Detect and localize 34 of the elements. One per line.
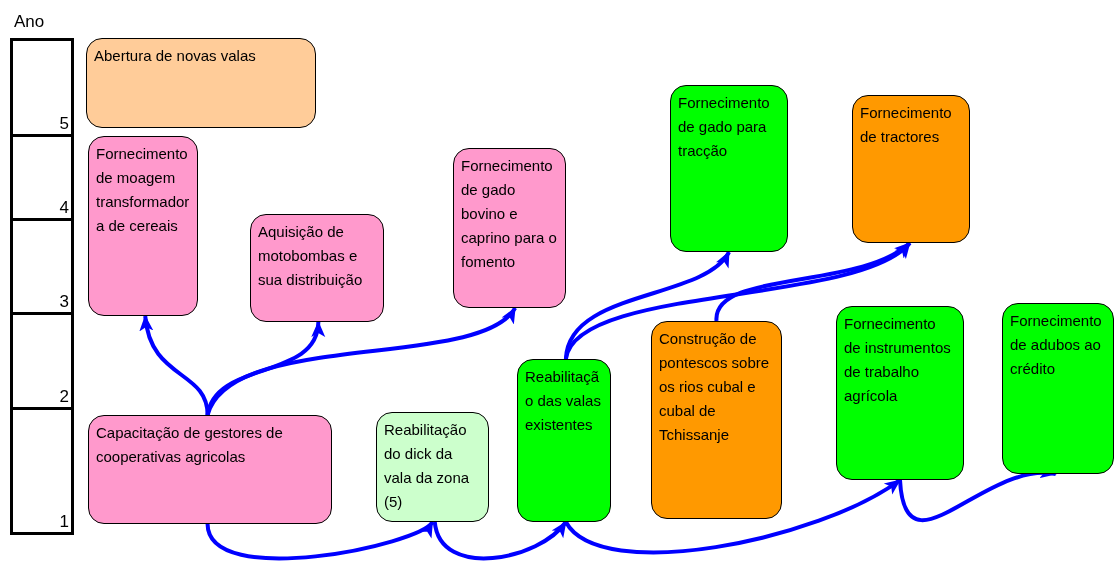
activity-box bbox=[86, 38, 316, 128]
activity-text: Fornecimento de adubos ao crédito bbox=[1010, 311, 1103, 379]
year-number: 3 bbox=[59, 292, 69, 312]
activity-text: Fornecimento de gado bovino e caprino para o fomento bbox=[461, 156, 558, 272]
activity-box bbox=[88, 415, 332, 524]
activity-box bbox=[651, 321, 782, 519]
year-number: 1 bbox=[59, 512, 69, 532]
activity-box bbox=[852, 95, 970, 243]
curved-arrow bbox=[714, 241, 911, 322]
activity-box bbox=[250, 214, 384, 322]
activity-text: Fornecimento de instrumentos de trabalho agrícola bbox=[844, 314, 952, 406]
activity-text: Fornecimento de tractores bbox=[860, 103, 953, 147]
activity-box bbox=[836, 306, 964, 480]
activity-text: Reabilitação das valas existentes bbox=[525, 367, 602, 435]
activity-text: Capacitação de gestores de cooperativas agricolas bbox=[96, 423, 284, 467]
activity-text: Fornecimento de gado para tracção bbox=[678, 93, 771, 161]
curved-arrow bbox=[432, 520, 568, 561]
activity-box bbox=[88, 136, 198, 316]
activity-text: Construção de pontescos sobre os rios cubal e cubal de Tchissanje bbox=[659, 329, 771, 445]
year-number: 4 bbox=[59, 198, 69, 218]
activity-text: Reabilitação do dick da vala da zona (5) bbox=[384, 420, 471, 512]
activity-box bbox=[453, 148, 566, 308]
activity-box bbox=[376, 412, 489, 522]
activity-text: Abertura de novas valas bbox=[94, 46, 257, 66]
activity-box bbox=[517, 359, 611, 522]
activity-text: Fornecimento de moagem transformadora de cereais bbox=[96, 144, 190, 236]
year-number: 2 bbox=[59, 387, 69, 407]
curved-arrow bbox=[205, 520, 434, 561]
activity-text: Aquisição de motobombas e sua distribuição bbox=[258, 222, 364, 290]
activity-box bbox=[670, 85, 788, 252]
curved-arrow bbox=[140, 315, 210, 416]
axis-title: Ano bbox=[14, 12, 45, 32]
activity-box bbox=[1002, 303, 1114, 474]
year-number: 5 bbox=[59, 114, 69, 134]
